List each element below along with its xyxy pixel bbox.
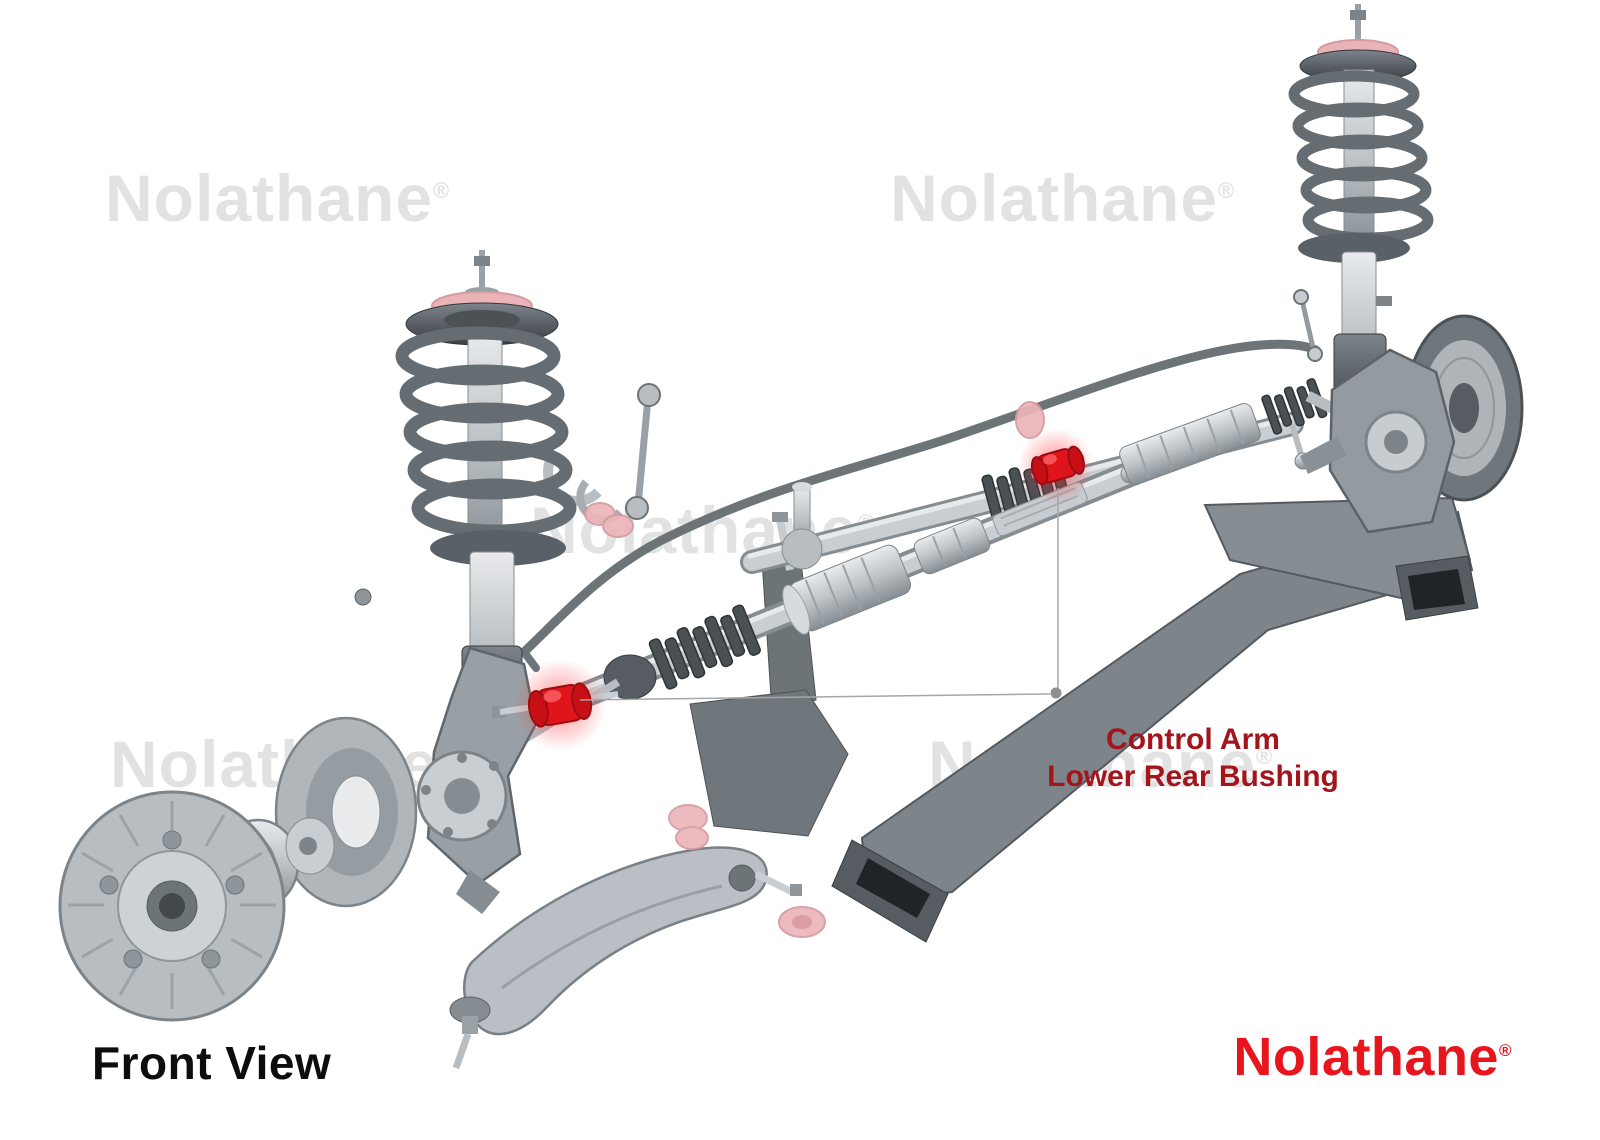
- strut-nut: [1350, 10, 1366, 20]
- axle-assembly: [494, 378, 1375, 785]
- brand-name: Nolathane: [1233, 1027, 1499, 1087]
- spline-coupling: [782, 544, 911, 635]
- sway-bar: [519, 289, 1323, 672]
- pink-bushings: [584, 401, 1045, 938]
- callout-title: Control Arm: [1106, 723, 1280, 756]
- highlight-bushings: [492, 428, 1094, 751]
- cv-boot: [648, 604, 761, 690]
- steering-knuckle-left: [416, 646, 538, 914]
- strut-nut: [474, 256, 490, 266]
- spline-coupling: [913, 517, 991, 575]
- registered-mark: ®: [1498, 1041, 1512, 1060]
- callout-subtitle: Lower Rear Bushing: [1047, 759, 1339, 793]
- lower-control-arm: [449, 846, 802, 1070]
- coil-spring: [395, 326, 577, 538]
- brake-disc: [58, 790, 286, 1022]
- watermark: Nolathane®: [890, 161, 1236, 235]
- callout-leader: [579, 488, 1062, 701]
- subframe-tower: [689, 689, 849, 837]
- brand-logo: Nolathane®: [1233, 1026, 1512, 1088]
- nut: [354, 588, 372, 606]
- leader-dot: [1050, 687, 1062, 699]
- right-knuckle-disc: [1300, 314, 1524, 534]
- callout-label: Control Arm Lower Rear Bushing: [1015, 722, 1371, 795]
- control-arm-bushing-highlight: [1030, 445, 1085, 486]
- control-arm-bushing-highlight: [527, 682, 593, 728]
- cv-axle-right: [1119, 403, 1261, 485]
- view-label: Front View: [92, 1037, 332, 1089]
- link-eye: [625, 496, 649, 520]
- watermark: Nolathane®: [105, 161, 451, 235]
- link-eye: [637, 383, 661, 407]
